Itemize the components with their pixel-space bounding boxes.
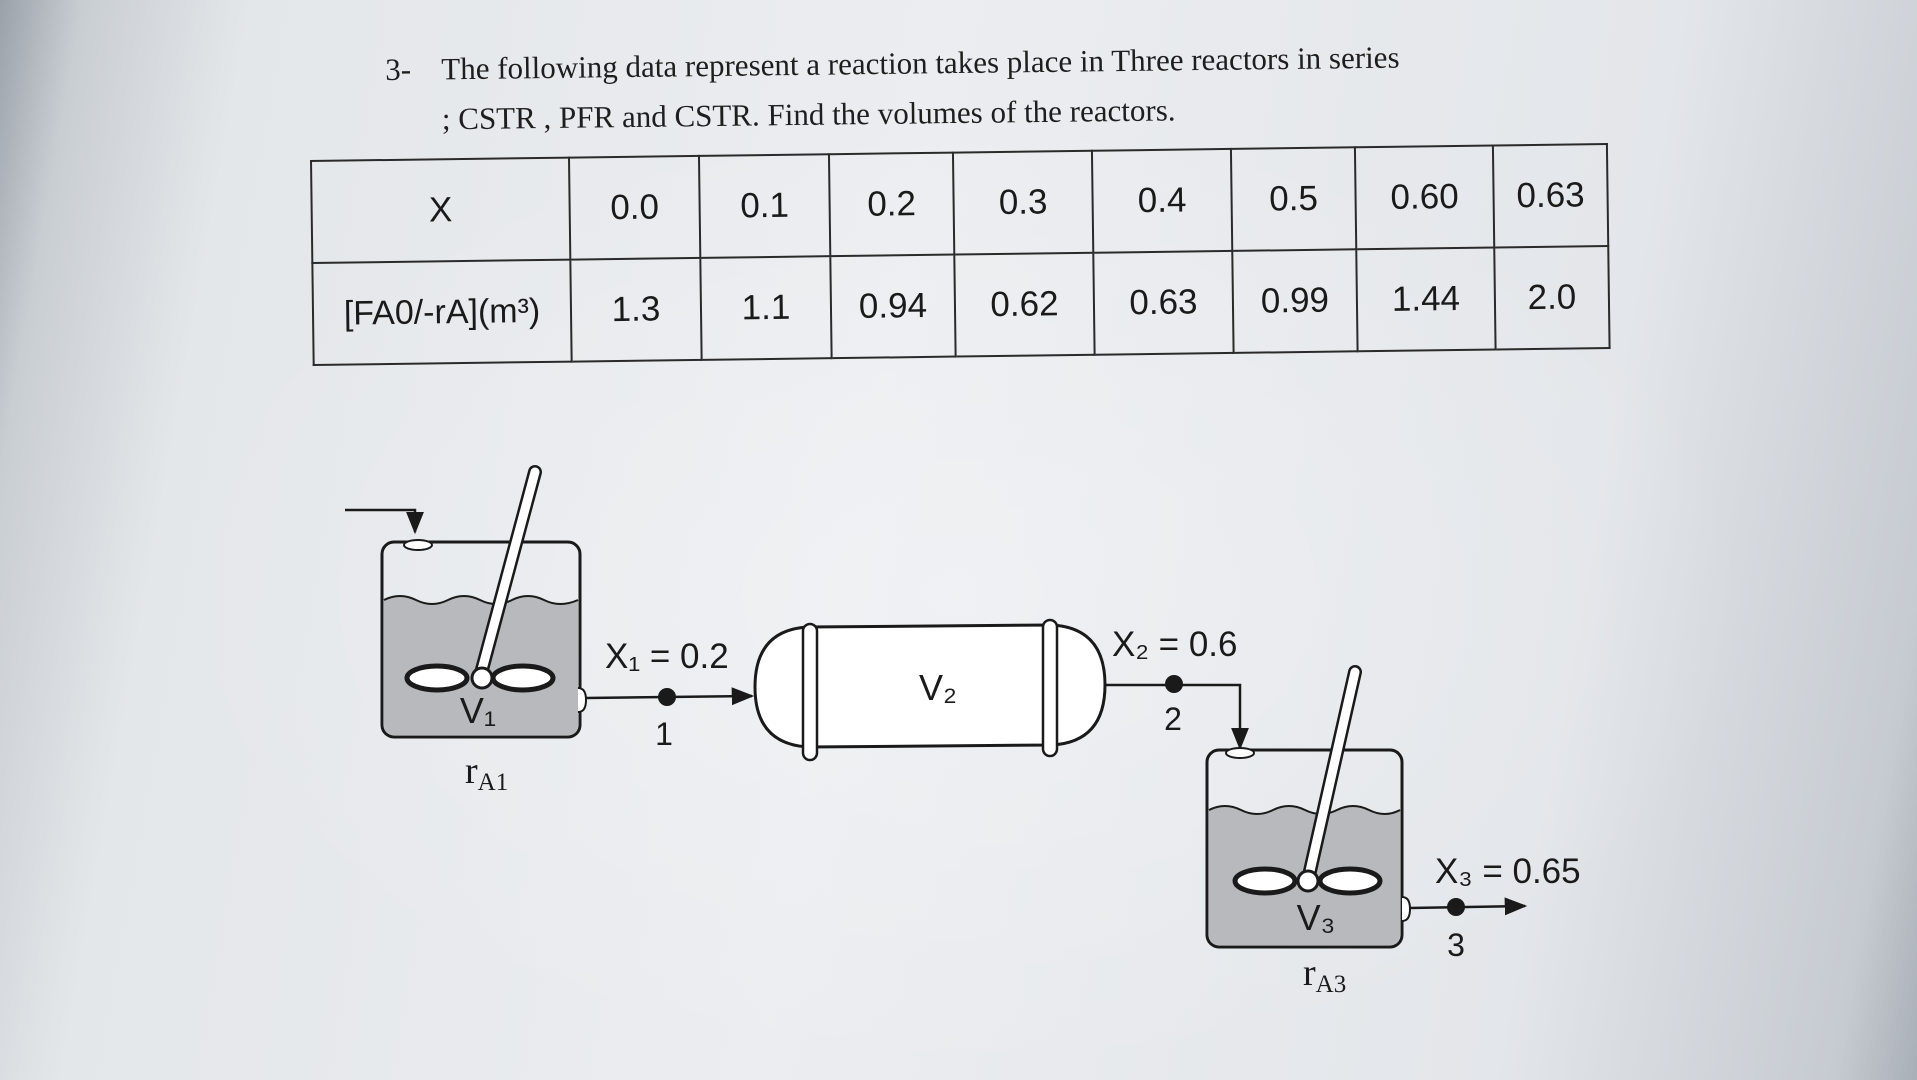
cstr-3-liquid-surface — [1208, 805, 1401, 815]
cstr-3-outlet-port — [1401, 896, 1412, 922]
cstr-3-vessel — [1205, 748, 1404, 949]
stream-2: X₂ = 0.6 2 — [1105, 625, 1249, 751]
pfr: V₂ — [753, 618, 1107, 762]
stream-2-point-marker — [1165, 675, 1183, 693]
cstr-1-liquid-surface — [383, 595, 579, 605]
stream-1-conversion: X₁ = 0.2 — [605, 637, 729, 676]
stream-3: X₃ = 0.65 3 — [1409, 852, 1581, 963]
stream-1-point-marker — [658, 688, 676, 706]
pfr-flange-right — [1041, 618, 1059, 758]
stream-1-point-label: 1 — [655, 716, 673, 752]
cstr-1-shaft — [475, 467, 540, 682]
stream-3-point-marker — [1447, 898, 1465, 916]
stream-2-conversion: X₂ = 0.6 — [1112, 625, 1237, 664]
cstr-1-vessel — [380, 540, 582, 739]
stream-2-point-label: 2 — [1164, 701, 1182, 737]
stream-1: X₁ = 0.2 1 — [585, 637, 755, 752]
cstr-1-impeller-right — [490, 663, 556, 693]
pfr-volume-label: V₂ — [919, 667, 957, 708]
cstr-1-inlet-port — [403, 539, 433, 551]
cstr-1-volume-label: V₁ — [460, 690, 496, 731]
cstr-3-shaft — [1303, 667, 1360, 885]
stream-3-line — [1409, 897, 1528, 916]
feed-inlet-arrow — [345, 508, 424, 535]
cstr-3-inlet-port — [1225, 747, 1255, 759]
stream-3-point-label: 3 — [1447, 927, 1465, 963]
cstr-3-impeller-left — [1232, 866, 1298, 896]
stream-2-line — [1105, 683, 1249, 751]
cstr-3-volume-label: V₃ — [1297, 897, 1336, 938]
cstr-1: V₁ rA1 — [345, 465, 588, 796]
cstr-3-rate-label: rA3 — [1303, 952, 1346, 998]
stream-3-conversion: X₃ = 0.65 — [1435, 852, 1581, 891]
pfr-flange-left — [801, 622, 819, 762]
cstr-1-rate-label: rA1 — [465, 750, 508, 796]
cstr-1-impeller-left — [404, 663, 470, 693]
cstr-3-hub — [1296, 869, 1320, 893]
cstr-3-impeller-right — [1317, 866, 1383, 896]
cstr-3: V₃ rA3 — [1205, 665, 1412, 998]
cstr-1-hub — [470, 666, 494, 690]
cstr-1-outlet-port — [577, 687, 588, 713]
